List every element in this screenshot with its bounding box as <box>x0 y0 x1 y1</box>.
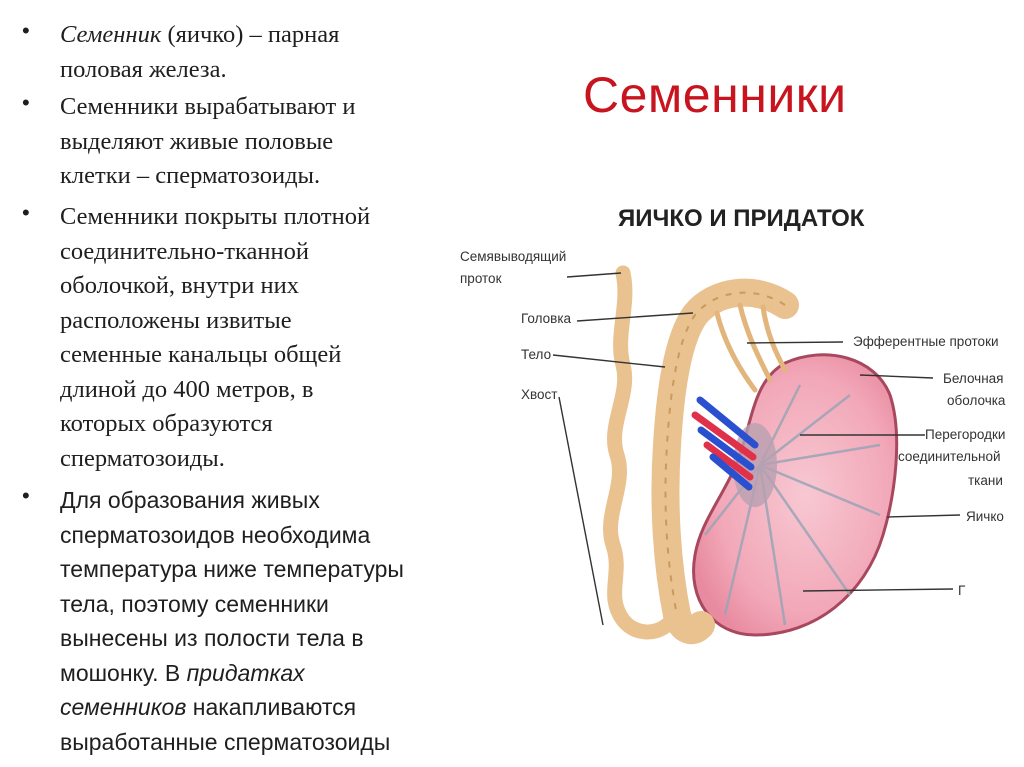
epididymis-coils <box>664 291 786 616</box>
label-body: Тело <box>521 347 552 362</box>
pointer-lines <box>552 272 961 626</box>
blood-vessels <box>691 396 759 491</box>
label-tail: Хвост <box>521 387 558 402</box>
bullet-line: которых образуются <box>60 410 273 437</box>
label-tunica-2: оболочка <box>947 393 1006 408</box>
bullet-line: тела, поэтому семенники <box>60 590 329 617</box>
bullet-line: клетки – сперматозоиды. <box>60 162 321 189</box>
bullet-item-1: • Семенник (яичко) – парная половая желе… <box>16 18 456 90</box>
term-semennikov: семенников <box>60 694 187 720</box>
label-head: Головка <box>521 311 572 326</box>
bullet-line: температура ниже температуры <box>60 556 404 582</box>
text-fragment: (яичко) – парная <box>161 21 340 48</box>
label-vas-deferens-2: проток <box>460 271 502 286</box>
text-fragment: накапливаются <box>186 694 357 720</box>
bullet-item-4: • Для образования живых сперматозоидов н… <box>16 483 456 759</box>
bullet-dot: • <box>22 483 30 508</box>
bullet-line: Семенники покрыты плотной <box>60 203 371 230</box>
slide-title: Семенники <box>583 67 847 123</box>
bullet-line: Семенники вырабатывают и <box>60 93 356 120</box>
bullet-line: сперматозоиды. <box>60 444 225 472</box>
bullet-line: выделяют живые половые <box>60 127 334 155</box>
bullet-dot: • <box>22 90 30 115</box>
term-semennik: Семенник <box>60 21 162 48</box>
bullet-line: оболочкой, внутри них <box>60 272 299 299</box>
bullet-line: семенников накапливаются <box>60 690 456 725</box>
bullet-line: Для образования живых <box>60 487 320 513</box>
bullet-line: длиной до 400 метров, в <box>60 375 314 403</box>
bullet-line: соединительно-тканной <box>60 237 309 265</box>
term-pridatki: придатках <box>186 659 305 686</box>
bullet-dot: • <box>22 18 30 43</box>
label-efferent-ducts: Эфферентные протоки <box>853 334 999 349</box>
label-g: Г <box>958 583 966 598</box>
bullet-list: • Семенник (яичко) – парная половая желе… <box>16 18 456 759</box>
label-testis: Яичко <box>966 509 1004 524</box>
testis-epididymis-diagram: ЯИЧКО И ПРИДАТОК Семявыводящий проток Го… <box>455 195 1024 665</box>
bullet-dot: • <box>22 200 30 225</box>
label-vas-deferens-1: Семявыводящий <box>460 249 567 264</box>
diagram-title: ЯИЧКО И ПРИДАТОК <box>618 205 865 232</box>
label-septa-3: ткани <box>968 473 1003 488</box>
text-fragment: мошонку. В <box>60 659 187 686</box>
bullet-item-3: • Семенники покрыты плотной соединительн… <box>16 200 456 483</box>
bullet-line: расположены извитые <box>60 306 292 334</box>
label-septa-1: Перегородки <box>925 427 1006 442</box>
bullet-line: семенные канальцы общей <box>60 341 342 368</box>
bullet-line: выработанные сперматозоиды <box>60 728 391 755</box>
diagram-illustration <box>552 265 961 645</box>
vas-deferens <box>603 265 675 640</box>
bullet-item-2: • Семенники вырабатывают и выделяют живы… <box>16 90 456 200</box>
label-septa-2: соединительной <box>898 449 1001 464</box>
bullet-line: вынесены из полости тела в <box>60 625 364 651</box>
bullet-line: половая железа. <box>60 55 227 83</box>
bullet-line: Семенник (яичко) – парная <box>60 18 456 53</box>
bullet-line: мошонку. В придатках <box>60 656 456 691</box>
bullet-line: сперматозоидов необходима <box>60 521 371 548</box>
label-tunica-1: Белочная <box>943 371 1004 386</box>
